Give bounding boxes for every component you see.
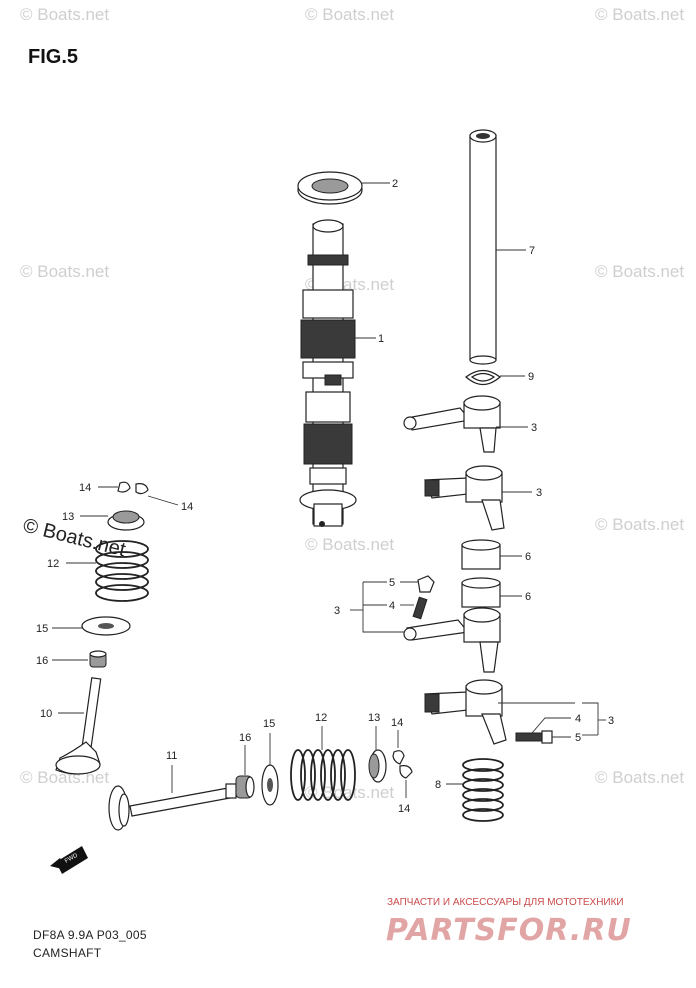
callout-13: 13 xyxy=(62,511,74,523)
valve-cotter[interactable]: 14 xyxy=(79,481,131,494)
callout-4: 4 xyxy=(389,600,395,612)
rocker-arm-assembly-left[interactable]: 3 5 4 xyxy=(334,575,501,673)
valve-intake[interactable]: 10 xyxy=(40,677,102,775)
callout-2: 2 xyxy=(392,178,398,190)
watermark-text: © Boats.net xyxy=(305,5,394,24)
watermark-text: © Boats.net xyxy=(20,262,109,281)
oil-seal[interactable]: 2 xyxy=(297,171,398,205)
diagram-title: CAMSHAFT xyxy=(33,946,102,960)
push-rod-tube[interactable]: 7 xyxy=(469,129,535,365)
callout-5: 5 xyxy=(575,732,581,744)
rocker-arm-assembly-right[interactable]: 3 4 5 xyxy=(424,679,614,745)
diagram-code: DF8A 9.9A P03_005 xyxy=(33,928,147,942)
callout-4: 4 xyxy=(575,713,581,725)
callout-10: 10 xyxy=(40,708,52,720)
callout-14: 14 xyxy=(391,717,403,729)
callout-3: 3 xyxy=(531,422,537,434)
callout-16: 16 xyxy=(239,732,251,744)
callout-3: 3 xyxy=(608,715,614,727)
adjusting-screw[interactable] xyxy=(515,732,543,742)
rocker-sleeve[interactable]: 6 xyxy=(461,539,531,570)
rocker-arm[interactable]: 3 xyxy=(424,465,542,531)
valve-stem-seal[interactable]: 16 xyxy=(235,732,255,799)
watermark-text: © Boats.net xyxy=(595,5,684,24)
valve-exhaust[interactable]: 11 xyxy=(108,750,237,831)
fwd-arrow-icon: FWD xyxy=(50,846,88,874)
valve-spring[interactable]: 12 xyxy=(47,540,149,602)
spring-seat[interactable]: 15 xyxy=(261,718,279,806)
adjusting-screw[interactable] xyxy=(412,596,428,620)
watermark-layer: © Boats.net © Boats.net © Boats.net © Bo… xyxy=(20,5,684,802)
callout-3: 3 xyxy=(334,605,340,617)
callout-14: 14 xyxy=(398,803,410,815)
callout-1: 1 xyxy=(378,333,384,345)
spring-seat[interactable]: 15 xyxy=(36,616,131,636)
figure-label: FIG.5 xyxy=(28,46,78,68)
callout-6: 6 xyxy=(525,551,531,563)
callout-8: 8 xyxy=(435,779,441,791)
callout-15: 15 xyxy=(263,718,275,730)
callout-3: 3 xyxy=(536,487,542,499)
callout-15: 15 xyxy=(36,623,48,635)
watermark-text: © Boats.net xyxy=(20,5,109,24)
rocker-sleeve[interactable]: 6 xyxy=(461,577,531,608)
valve-cotter[interactable]: 14 xyxy=(398,765,413,815)
callout-12: 12 xyxy=(47,558,59,570)
camshaft[interactable]: 1 xyxy=(299,219,384,527)
callout-9: 9 xyxy=(528,371,534,383)
spring-retainer[interactable]: 13 xyxy=(62,510,145,531)
watermark-text: © Boats.net xyxy=(595,262,684,281)
callout-14: 14 xyxy=(79,482,91,494)
shop-tagline: ЗАПЧАСТИ И АКСЕССУАРЫ ДЛЯ МОТОТЕХНИКИ xyxy=(387,897,624,908)
watermark-text: © Boats.net xyxy=(595,768,684,787)
callout-6: 6 xyxy=(525,591,531,603)
valve-spring[interactable]: 12 xyxy=(290,712,356,801)
spring-retainer[interactable]: 13 xyxy=(368,712,387,783)
shop-brand-logo: PARTSFOR.RU xyxy=(386,913,632,948)
valve-spring[interactable]: 8 xyxy=(435,758,504,822)
callout-13: 13 xyxy=(368,712,380,724)
rocker-arm[interactable]: 3 xyxy=(403,395,537,453)
callout-5: 5 xyxy=(389,577,395,589)
callout-14: 14 xyxy=(181,501,193,513)
watermark-text: © Boats.net xyxy=(305,535,394,554)
adjusting-nut[interactable] xyxy=(417,575,435,593)
gasket[interactable]: 9 xyxy=(465,369,534,386)
valve-cotter[interactable]: 14 xyxy=(135,483,193,513)
watermark-text: © Boats.net xyxy=(595,515,684,534)
valve-cotter[interactable]: 14 xyxy=(391,717,405,765)
callout-11: 11 xyxy=(166,750,177,762)
callout-16: 16 xyxy=(36,655,48,667)
callout-12: 12 xyxy=(315,712,327,724)
watermark-text: © Boats.net xyxy=(305,783,394,802)
adjusting-nut[interactable] xyxy=(541,730,553,744)
callout-7: 7 xyxy=(529,245,535,257)
valve-stem-seal[interactable]: 16 xyxy=(36,650,107,668)
